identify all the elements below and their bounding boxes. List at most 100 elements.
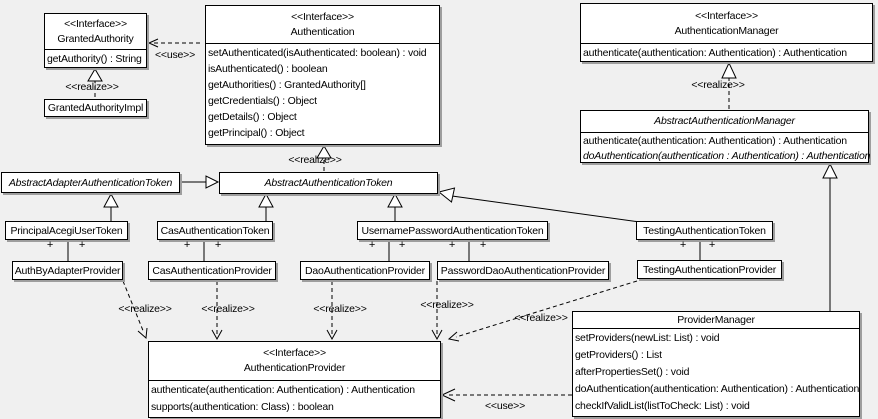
methods-compartment: authenticate(authentication: Authenticat… (149, 380, 440, 416)
class-box-cas-authentication-provider: CasAuthenticationProvider (148, 261, 276, 280)
triangle-head (387, 192, 403, 208)
dashed-edges (94, 42, 730, 396)
class-box-granted-authority: <<Interface>> GrantedAuthority getAuthor… (44, 13, 147, 68)
class-name: AuthByAdapterProvider (14, 264, 121, 277)
class-box-authentication: <<Interface>> Authentication setAuthenti… (205, 5, 440, 145)
multiplicity-plus: + (46, 239, 54, 251)
multiplicity-plus: + (214, 239, 222, 251)
triangle-head (258, 192, 274, 208)
realize-label: <<realize>> (201, 303, 255, 315)
class-name: Authentication (290, 25, 355, 38)
class-box-authentication-manager: <<Interface>> AuthenticationManager auth… (580, 3, 873, 62)
class-header: AbstractAuthenticationManager (581, 111, 868, 132)
method: supports(authentication: Class) : boolea… (151, 401, 334, 413)
edge-realize-authbyadapter (122, 280, 145, 334)
class-box-testing-authentication-token: TestingAuthenticationToken (636, 221, 773, 240)
method: isAuthenticated() : boolean (208, 63, 328, 75)
realize-label: <<realize>> (288, 154, 342, 166)
class-box-auth-by-adapter-provider: AuthByAdapterProvider (12, 261, 123, 280)
triangle-head (103, 192, 119, 208)
multiplicity-plus: + (368, 239, 376, 251)
open-head (447, 331, 460, 342)
class-box-granted-authority-impl: GrantedAuthorityImpl (44, 99, 147, 117)
multiplicity-plus: + (183, 239, 191, 251)
class-name: UsernamePasswordAuthenticationToken (361, 224, 544, 237)
class-header: <<Interface>> AuthenticationManager (581, 4, 872, 43)
triangle-head (822, 162, 838, 179)
class-name: AbstractAuthenticationToken (264, 177, 393, 189)
stereotype-label: <<Interface>> (64, 17, 127, 30)
multiplicity-plus: + (479, 239, 487, 251)
method: getAuthorities() : GrantedAuthority[] (208, 79, 366, 91)
realize-label: <<realize>> (118, 303, 172, 315)
method: checkIfValidList(listToCheck: List) : vo… (575, 400, 750, 412)
class-name: GrantedAuthority (57, 32, 134, 45)
methods-compartment: setAuthenticated(isAuthenticated: boolea… (206, 43, 439, 141)
class-header: <<Interface>> Authentication (206, 6, 439, 43)
methods-compartment: authenticate(authentication: Authenticat… (581, 43, 872, 61)
triangle-head (87, 68, 103, 82)
method: getCredentials() : Object (208, 95, 317, 107)
class-box-abstract-authentication-manager: AbstractAuthenticationManager authentica… (580, 110, 871, 164)
methods-compartment: setProviders(newList: List) : void getPr… (573, 328, 859, 415)
method: doAuthentication(authentication : Authen… (583, 150, 871, 162)
realize-label: <<realize>> (65, 81, 119, 93)
class-name: DaoAuthenticationProvider (305, 264, 425, 277)
class-box-principal-acegi-user-token: PrincipalAcegiUserToken (5, 221, 128, 240)
method: getAuthority() : String (47, 53, 142, 65)
method: authenticate(authentication: Authenticat… (151, 384, 415, 396)
open-head (147, 38, 159, 48)
class-name: AuthenticationManager (674, 24, 779, 37)
solid-edges (67, 178, 831, 311)
class-name: CasAuthenticationProvider (152, 264, 272, 277)
edge-testing-token-extends (451, 195, 641, 223)
use-label: <<use>> (484, 400, 526, 412)
edge-realize-testingprovider (455, 280, 638, 338)
class-name: PrincipalAcegiUserToken (10, 224, 123, 237)
class-name: PasswordDaoAuthenticationProvider (440, 264, 606, 277)
open-head (440, 388, 456, 402)
triangle-head (205, 175, 220, 189)
class-header: <<Interface>> AuthenticationProvider (149, 342, 440, 380)
use-label: <<use>> (154, 49, 196, 61)
class-box-abstract-adapter-authentication-token: AbstractAdapterAuthenticationToken (1, 172, 180, 193)
multiplicity-plus: + (78, 239, 86, 251)
class-box-dao-authentication-provider: DaoAuthenticationProvider (300, 261, 430, 280)
method: setProviders(newList: List) : void (575, 332, 720, 344)
class-name: GrantedAuthorityImpl (47, 102, 144, 114)
triangle-head (437, 187, 456, 203)
method: getProviders() : List (575, 349, 662, 361)
triangle-head (316, 145, 332, 159)
class-box-cas-authentication-token: CasAuthenticationToken (157, 221, 273, 240)
class-name: AbstractAdapterAuthenticationToken (8, 176, 173, 189)
open-head (326, 329, 338, 341)
method: getDetails() : Object (208, 111, 297, 123)
class-header: <<Interface>> GrantedAuthority (45, 14, 146, 49)
class-box-password-dao-authentication-provider: PasswordDaoAuthenticationProvider (437, 261, 609, 280)
open-head (431, 329, 443, 341)
stereotype-label: <<Interface>> (263, 347, 326, 359)
methods-compartment: authenticate(authentication: Authenticat… (581, 132, 871, 164)
method: doAuthentication(authentication: Authent… (575, 383, 860, 395)
open-arrowheads (137, 38, 460, 402)
methods-compartment: getAuthority() : String (45, 49, 146, 67)
method: getPrincipal() : Object (208, 127, 305, 139)
realize-label: <<realize>> (420, 299, 474, 311)
method: authenticate(authentication: Authenticat… (583, 47, 847, 59)
class-box-username-password-authentication-token: UsernamePasswordAuthenticationToken (357, 221, 548, 240)
class-header: ProviderManager (573, 312, 859, 328)
class-box-abstract-authentication-token: AbstractAuthenticationToken (219, 172, 438, 194)
class-name: CasAuthenticationToken (160, 224, 270, 237)
stereotype-label: <<Interface>> (695, 9, 758, 22)
stereotype-label: <<Interface>> (291, 10, 354, 23)
open-head (137, 327, 148, 340)
open-head (211, 329, 223, 341)
class-name: TestingAuthenticationToken (643, 224, 766, 237)
multiplicity-plus: + (708, 239, 716, 251)
realize-label: <<realize>> (313, 303, 367, 315)
class-name: AuthenticationProvider (243, 362, 346, 374)
multiplicity-plus: + (679, 239, 687, 251)
class-box-provider-manager: ProviderManager setProviders(newList: Li… (572, 311, 860, 417)
